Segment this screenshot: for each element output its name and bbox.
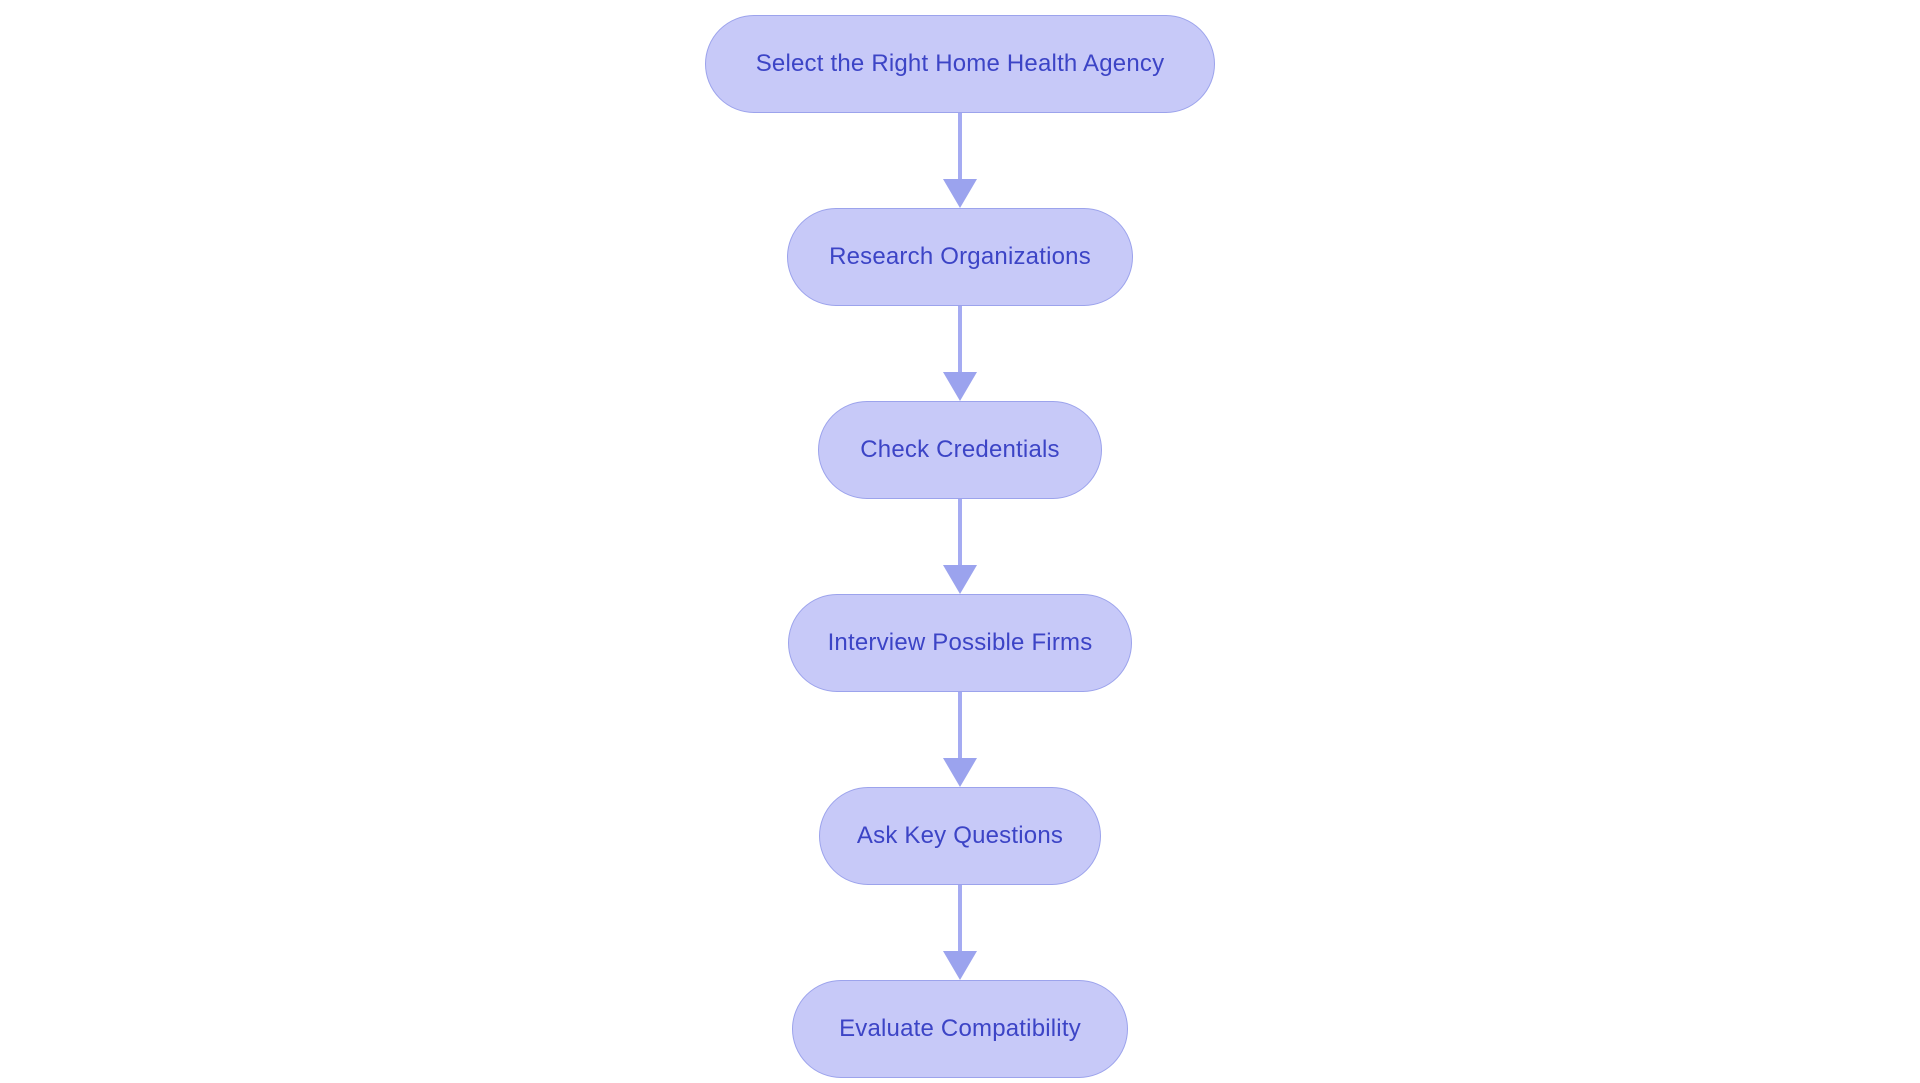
flow-connector-5 xyxy=(943,885,977,980)
flow-node-ask-key-questions: Ask Key Questions xyxy=(819,787,1101,885)
flow-node-label: Check Credentials xyxy=(860,436,1060,463)
flow-node-label: Select the Right Home Health Agency xyxy=(755,50,1165,77)
flow-node-select-agency: Select the Right Home Health Agency xyxy=(705,15,1215,113)
arrow-down-icon xyxy=(943,179,977,208)
flow-node-research-organizations: Research Organizations xyxy=(787,208,1133,306)
arrow-down-icon xyxy=(943,758,977,787)
flow-node-label: Ask Key Questions xyxy=(856,822,1064,849)
flow-node-interview-firms: Interview Possible Firms xyxy=(788,594,1132,692)
flow-connector-4 xyxy=(943,692,977,787)
flow-node-evaluate-compatibility: Evaluate Compatibility xyxy=(792,980,1128,1078)
arrow-down-icon xyxy=(943,565,977,594)
flow-node-label: Research Organizations xyxy=(829,243,1091,270)
flow-connector-2 xyxy=(943,306,977,401)
arrow-stem xyxy=(958,306,962,372)
arrow-stem xyxy=(958,499,962,565)
arrow-down-icon xyxy=(943,372,977,401)
flow-node-label: Evaluate Compatibility xyxy=(839,1015,1081,1042)
flow-node-check-credentials: Check Credentials xyxy=(818,401,1102,499)
arrow-stem xyxy=(958,885,962,951)
flow-node-label: Interview Possible Firms xyxy=(827,629,1093,656)
flow-connector-3 xyxy=(943,499,977,594)
arrow-stem xyxy=(958,113,962,179)
arrow-down-icon xyxy=(943,951,977,980)
arrow-stem xyxy=(958,692,962,758)
flow-connector-1 xyxy=(943,113,977,208)
